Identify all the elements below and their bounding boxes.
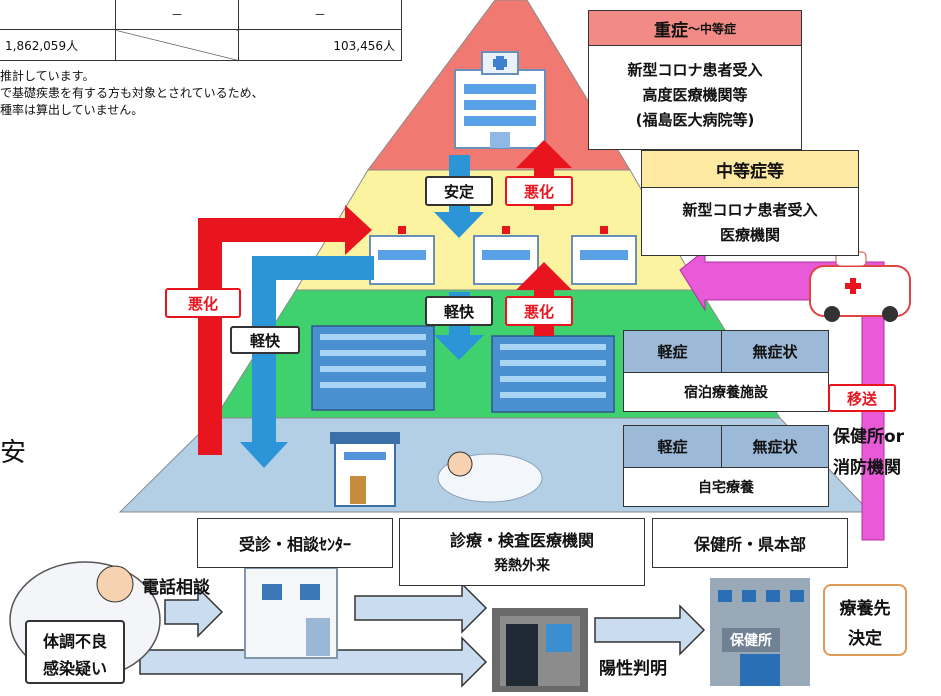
clinic-subtitle: 発熱外来 [494,558,550,574]
consult-center-building-icon [244,567,338,659]
phone-consult-label: 電話相談 [142,578,210,598]
clinic-to-hokenjo-arrow [594,604,706,656]
note-line: 推計しています。 [0,69,95,83]
table-cell: － [238,0,402,30]
hotel-icons [311,325,615,413]
hotel-box: 軽症 無症状 宿泊療養施設 [623,330,829,412]
decide-line: 療養先 [839,599,891,619]
transfer-tag: 移送 [828,384,896,412]
stats-table: － － 1,862,059人 103,456人 [0,0,412,64]
hospital-icon [454,51,546,149]
improve-tag-left: 軽快 [230,326,300,354]
severe-title-small: ～中等症 [687,21,736,36]
consult-center-label: 受診・相談ｾﾝﾀｰ [238,535,351,554]
severe-title: 重症 [653,20,688,41]
hokenjo-sign: 保健所 [722,628,780,652]
improve-tag-mid: 軽快 [425,296,493,326]
home-icon [330,432,543,507]
side-fragment-text: 安 [0,438,27,468]
note-line: 種率は算出していません。 [0,103,144,117]
table-cell [0,0,116,30]
patient-label-box: 体調不良 感染疑い [25,620,125,684]
improve-arrow-left [240,256,374,468]
decide-box: 療養先 決定 [823,584,907,656]
transport-org-line: 消防機関 [833,458,901,478]
clinic-building-icon [492,608,588,692]
transport-org-line: 保健所or [833,427,905,447]
phone-arrow [164,586,224,638]
patient-line: 体調不良 [42,632,107,651]
clinic-title: 診療・検査医療機関 [449,531,594,550]
patient-line: 感染疑い [42,659,107,678]
consult-center-box: 受診・相談ｾﾝﾀｰ [197,518,393,568]
ambulance-icon [809,251,911,322]
clinic-box: 診療・検査医療機関 発熱外来 [399,518,645,586]
severe-line: 新型コロナ患者受入 [627,61,763,79]
improve-arrow-down [434,292,484,360]
consult-to-clinic-arrow [354,582,488,634]
worsen-tag-mid: 悪化 [505,296,573,326]
hotel-label-mild: 軽症 [624,331,722,373]
worsen-tag-top: 悪化 [505,176,573,206]
decide-line: 決定 [848,629,882,649]
moderate-title: 中等症等 [716,161,784,182]
moderate-header: 中等症等 [642,151,858,188]
hotel-label-asymptomatic: 無症状 [722,331,828,373]
home-label-mild: 軽症 [624,426,722,468]
severe-line: (福島医大病院等) [635,111,755,129]
worsen-tag-left: 悪化 [165,288,241,318]
severe-header: 重症 ～中等症 [589,11,801,46]
worsen-arrow-left [198,205,372,455]
health-office-label: 保健所・県本部 [693,535,806,554]
clinic-icons [369,226,637,285]
table-cell-diagonal [115,29,239,61]
table-cell: 103,456人 [238,29,402,61]
home-box: 軽症 無症状 自宅療養 [623,425,829,507]
severe-line: 高度医療機関等 [642,86,748,104]
home-label-asymptomatic: 無症状 [722,426,828,468]
severe-box: 重症 ～中等症 新型コロナ患者受入 高度医療機関等 (福島医大病院等) [588,10,802,150]
health-office-box: 保健所・県本部 [652,518,848,568]
table-cell: － [115,0,239,30]
positive-label: 陽性判明 [599,659,667,679]
moderate-line: 新型コロナ患者受入 [682,201,818,219]
stable-tag: 安定 [425,176,493,206]
home-facility: 自宅療養 [698,480,754,496]
hotel-facility: 宿泊療養施設 [684,385,768,401]
moderate-box: 中等症等 新型コロナ患者受入 医療機関 [641,150,859,256]
table-cell: 1,862,059人 [0,29,116,61]
worsen-arrow-up-top [516,140,572,210]
patient-to-clinic-arrow [139,636,488,688]
moderate-line: 医療機関 [719,226,780,244]
note-line: で基礎疾患を有する方も対象とされているため、 [0,86,264,100]
